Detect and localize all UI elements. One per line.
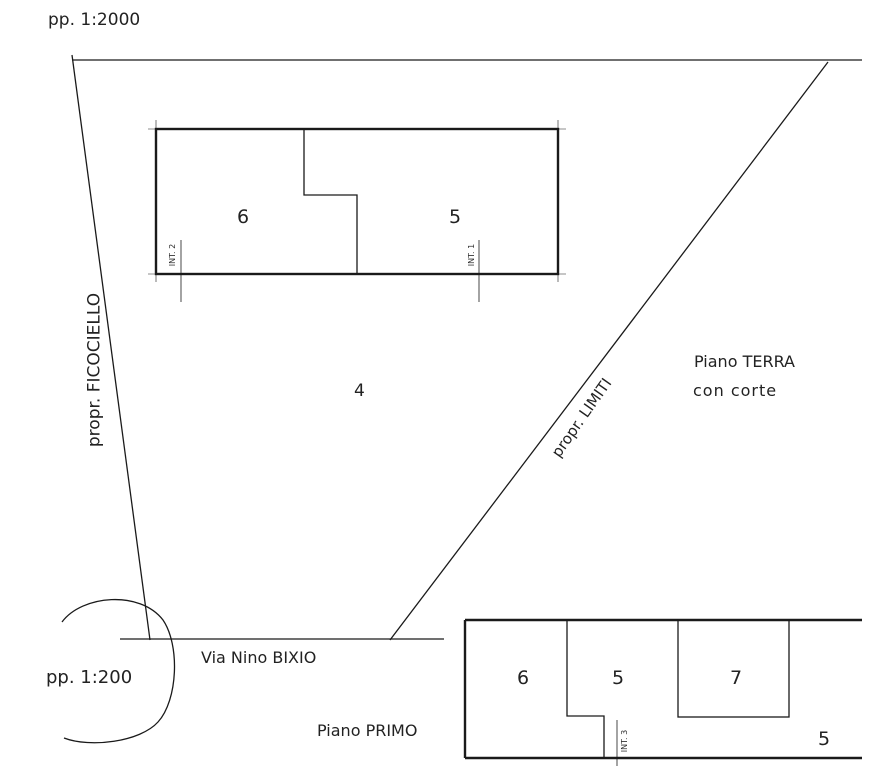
neighbor-left-label: propr. FICOCIELLO	[84, 292, 105, 448]
first-floor-title: Piano PRIMO	[317, 721, 418, 740]
first-floor-building	[463, 618, 862, 766]
ground-unit-left-number: 6	[237, 206, 250, 228]
scale-top-label: pp. 1:2000	[48, 10, 141, 30]
ground-unit-right-number: 5	[449, 206, 462, 228]
entrance-int2-label: INT. 2	[168, 243, 177, 267]
ground-floor-subtitle: con corte	[693, 381, 778, 400]
first-unit-box-number: 7	[730, 667, 743, 689]
ground-floor-building	[148, 120, 566, 302]
entrance-int1-label: INT. 1	[467, 243, 476, 267]
entrance-int3-label: INT. 3	[620, 729, 629, 753]
scale-bottom-label: pp. 1:200	[46, 667, 133, 688]
first-unit-left-number: 6	[517, 667, 530, 689]
scale-circle	[61, 598, 176, 744]
first-unit-middle-number: 5	[612, 667, 625, 689]
parcel-courtyard-number: 4	[354, 381, 365, 401]
ground-floor-title: Piano TERRA	[694, 352, 795, 371]
parcel-boundary	[71, 54, 862, 641]
first-unit-right-number: 5	[818, 728, 831, 750]
street-label: Via Nino BIXIO	[201, 648, 317, 667]
